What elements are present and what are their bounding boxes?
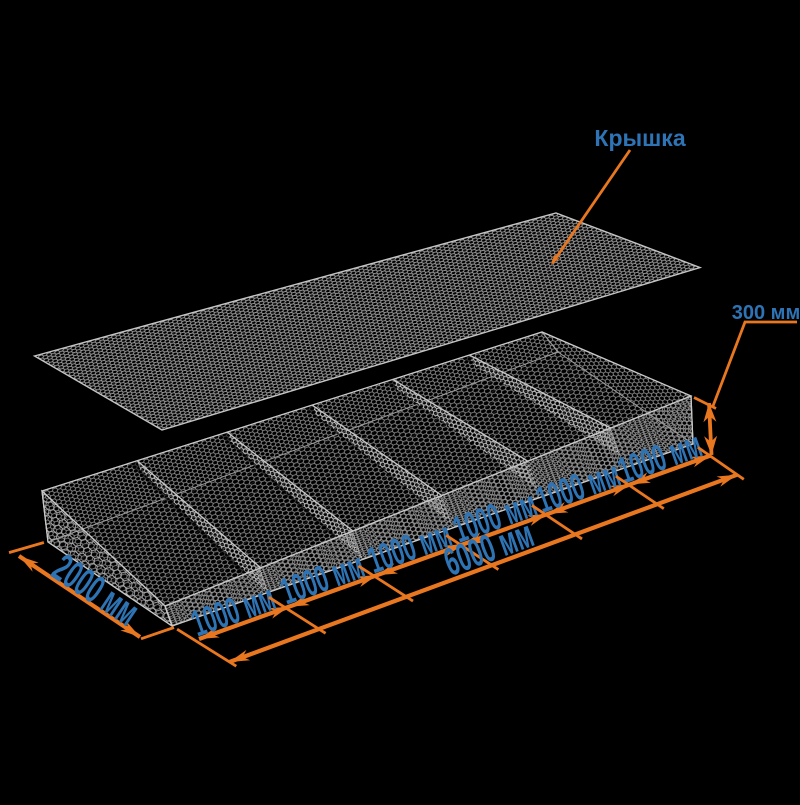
svg-text:300 мм: 300 мм	[732, 302, 800, 324]
svg-text:Крышка: Крышка	[594, 125, 685, 151]
